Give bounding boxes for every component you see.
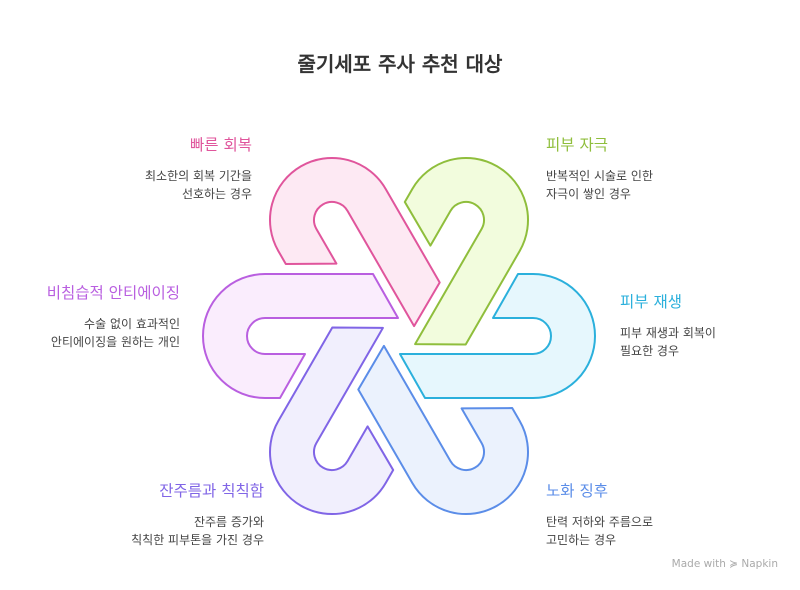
- label-title: 피부 자극: [546, 136, 608, 154]
- made-with-text: Made with: [671, 558, 726, 570]
- label-desc: 수술 없이 효과적인: [84, 317, 180, 331]
- hook-shape-noninvasive: [198, 269, 403, 403]
- page-title: 줄기세포 주사 추천 대상: [297, 52, 503, 76]
- hook-body: [403, 156, 529, 346]
- hook-shape-fast-recovery: [265, 152, 445, 332]
- label-desc: 최소한의 회복 기간을: [145, 169, 252, 183]
- napkin-logo-icon: ≽: [729, 558, 739, 570]
- label-desc: 선호하는 경우: [181, 187, 252, 201]
- label-desc: 탄력 저하와 주름으로: [546, 515, 653, 529]
- label-desc: 자극이 쌓인 경우: [546, 187, 631, 201]
- label-title: 빠른 회복: [190, 136, 252, 154]
- label-title: 비침습적 안티에이징: [46, 284, 180, 302]
- label-desc: 잔주름 증가와: [193, 515, 264, 529]
- label-title: 피부 재생: [620, 293, 682, 311]
- napkin-watermark: Made with ≽ Napkin: [672, 558, 778, 570]
- label-desc: 고민하는 경우: [546, 533, 617, 547]
- label-desc: 필요한 경우: [620, 344, 680, 358]
- hook-shape-skin-regeneration: [395, 269, 600, 403]
- hook-body: [399, 273, 596, 399]
- label-desc: 피부 재생과 회복이: [620, 326, 716, 340]
- hook-body: [269, 156, 441, 328]
- label-title: 노화 징후: [546, 482, 608, 500]
- hook-shape-fine-lines: [265, 322, 399, 520]
- hook-shape-aging-signs: [353, 340, 533, 520]
- hook-body: [357, 344, 529, 516]
- label-desc: 칙칙한 피부톤을 가진 경우: [131, 533, 264, 547]
- hook-body: [202, 273, 399, 399]
- hook-body: [269, 326, 395, 516]
- label-desc: 안티에이징을 원하는 개인: [50, 335, 180, 349]
- hook-shape-skin-irritation: [399, 152, 533, 350]
- napkin-brand: Napkin: [741, 558, 778, 570]
- label-title: 잔주름과 칙칙함: [159, 482, 264, 500]
- label-desc: 반복적인 시술로 인한: [546, 169, 653, 183]
